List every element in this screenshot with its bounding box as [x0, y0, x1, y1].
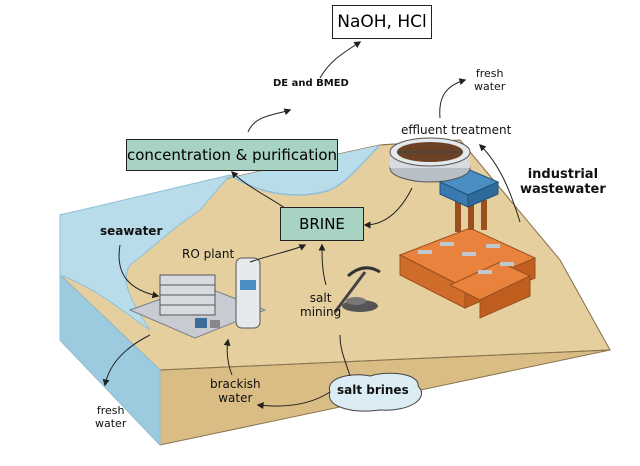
fresh-water-top-label: fresh water — [474, 67, 506, 93]
ro-plant-icon — [128, 257, 267, 339]
pickaxe-icon — [333, 266, 381, 313]
arrow-salt-mining-to-brine — [318, 243, 327, 286]
settling-tank-icon — [389, 137, 471, 183]
arrow-effluent-to-fresh-water — [439, 78, 467, 119]
arrow-brackish-to-ro — [223, 338, 233, 376]
salt-mining-label: salt mining — [300, 291, 342, 319]
concentration-box: concentration & purification — [126, 139, 338, 171]
naoh-hcl-label: NaOH, HCl — [337, 12, 427, 32]
arrow-salt-brines-up — [339, 334, 351, 377]
ro-plant-label: RO plant — [182, 247, 235, 261]
salt-brines-label: salt brines — [337, 383, 409, 397]
brine-box: BRINE — [280, 207, 364, 241]
arrow-ro-to-brine — [249, 244, 307, 263]
concentration-label: concentration & purification — [126, 146, 338, 164]
effluent-treatment-label: effluent treatment — [401, 123, 512, 137]
flow-arrows — [102, 41, 521, 410]
arrow-concentration-to-de — [247, 108, 292, 133]
arrow-salt-brines-to-brackish — [256, 391, 331, 410]
arrow-industrial-to-effluent — [479, 144, 521, 223]
arrow-effluent-to-brine — [363, 187, 413, 229]
industrial-wastewater-label: industrial wastewater — [520, 167, 606, 197]
salt-pile-icon — [342, 297, 378, 312]
de-bmed-label: DE and BMED — [273, 78, 349, 89]
seawater-label: seawater — [100, 224, 163, 238]
factory-icon — [398, 169, 537, 319]
brackish-water-label: brackish water — [210, 377, 261, 405]
fresh-water-bottom-label: fresh water — [95, 404, 127, 430]
naoh-hcl-box: NaOH, HCl — [332, 5, 432, 39]
arrow-ro-to-fresh-water — [102, 334, 151, 387]
salt-brines-shape — [328, 372, 422, 412]
arrow-brine-to-concentration — [231, 171, 286, 209]
arrow-seawater-to-ro — [118, 244, 160, 299]
brine-label: BRINE — [299, 215, 345, 233]
arrow-de-to-naoh — [319, 41, 362, 79]
